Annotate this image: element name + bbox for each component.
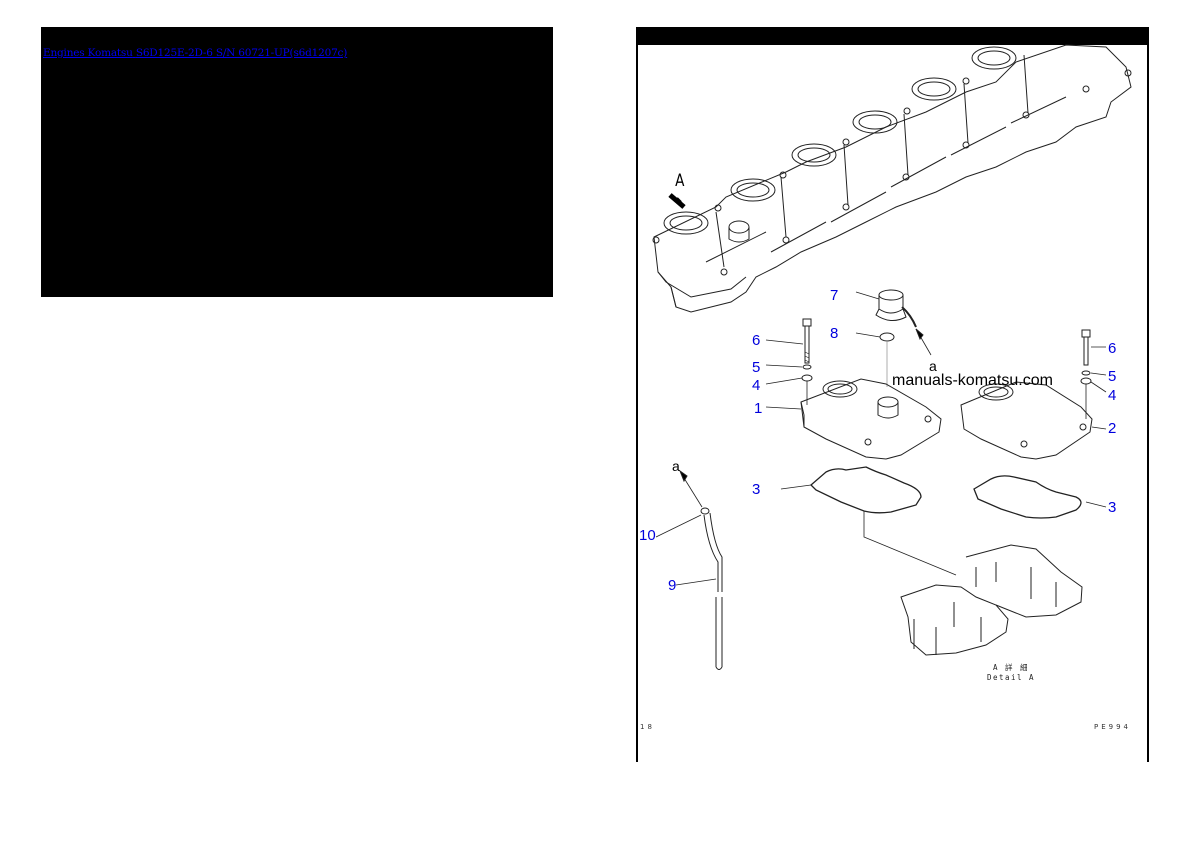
port-label-a-upper: a bbox=[929, 358, 937, 374]
callout-6-left[interactable]: 6 bbox=[752, 332, 761, 349]
diagram-right-border bbox=[1147, 27, 1149, 762]
diagram-left-border bbox=[636, 27, 638, 762]
callout-4-right[interactable]: 4 bbox=[1108, 387, 1117, 404]
callout-1[interactable]: 1 bbox=[754, 400, 763, 417]
callout-5-left[interactable]: 5 bbox=[752, 359, 761, 376]
part-9-tube-drawing bbox=[703, 512, 723, 670]
detail-caption-en: Detail A bbox=[986, 672, 1036, 682]
watermark-text: manuals-komatsu.com bbox=[892, 372, 1053, 389]
page-code-right: PE994 bbox=[1094, 723, 1132, 731]
callout-7[interactable]: 7 bbox=[830, 287, 839, 304]
rocker-cover-assembly-drawing bbox=[652, 44, 1132, 313]
part-2-cover-drawing bbox=[960, 381, 1093, 460]
callout-3-right[interactable]: 3 bbox=[1108, 499, 1117, 516]
title-panel: Engines Komatsu S6D125E-2D-6 S/N 60721-U… bbox=[41, 27, 553, 297]
breadcrumb: Engines Komatsu S6D125E-2D-6 S/N 60721-U… bbox=[43, 47, 347, 59]
detail-caption: A 詳 細 Detail A bbox=[976, 663, 1046, 683]
part-3-gasket-right-drawing bbox=[973, 475, 1082, 519]
detail-caption-jp: A 詳 細 bbox=[992, 663, 1030, 672]
callout-4-left[interactable]: 4 bbox=[752, 377, 761, 394]
parts-diagram: A 7 8 6 5 4 1 6 5 4 2 3 3 10 9 a a manua… bbox=[636, 27, 1149, 762]
callout-2[interactable]: 2 bbox=[1108, 420, 1117, 437]
part-7-breather-drawing bbox=[875, 289, 917, 328]
callout-9[interactable]: 9 bbox=[668, 577, 677, 594]
breadcrumb-link-model[interactable]: S6D125E-2D-6 S/N 60721-UP(s6d1207c) bbox=[135, 47, 348, 59]
breadcrumb-link-engines[interactable]: Engines Komatsu bbox=[43, 47, 133, 59]
callout-10[interactable]: 10 bbox=[639, 527, 656, 544]
callout-6-right[interactable]: 6 bbox=[1108, 340, 1117, 357]
port-label-a-lower: a bbox=[672, 458, 680, 474]
view-label-a: A bbox=[675, 171, 685, 191]
diagram-top-bar bbox=[636, 27, 1149, 45]
right-bolt-stack-drawing bbox=[1080, 329, 1092, 419]
left-bolt-stack-drawing bbox=[801, 318, 813, 405]
lower-housing-drawing bbox=[900, 544, 1083, 656]
part-3-gasket-left-drawing bbox=[810, 466, 922, 514]
page-code-left: 18 bbox=[640, 723, 655, 731]
callout-8[interactable]: 8 bbox=[830, 325, 839, 342]
part-1-cover-drawing bbox=[800, 378, 942, 460]
callout-5-right[interactable]: 5 bbox=[1108, 368, 1117, 385]
exploded-view-drawing bbox=[652, 44, 1132, 670]
callout-3-left[interactable]: 3 bbox=[752, 481, 761, 498]
